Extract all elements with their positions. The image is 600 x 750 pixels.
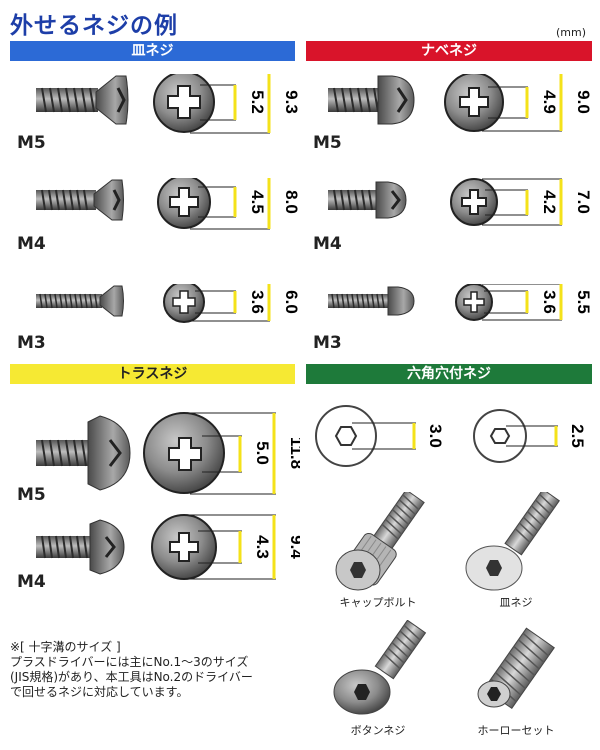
caption-sara-neji: 皿ネジ xyxy=(499,596,533,609)
dim-outer: 7.0 xyxy=(574,190,592,214)
dimension-lines xyxy=(482,284,563,321)
nabe-m4-diagram: 4.2 7.0 xyxy=(328,178,592,226)
screw-head-icon xyxy=(153,74,215,133)
sara-m4-diagram: 4.5 8.0 xyxy=(36,178,300,230)
dim-inner: 5.2 xyxy=(248,90,267,114)
size-label: M3 xyxy=(313,333,342,353)
dim-outer: 8.0 xyxy=(282,190,300,214)
sara-m3-diagram: 3.6 6.0 xyxy=(36,284,300,323)
screw-head-icon xyxy=(157,178,211,229)
dim-inner: 3.6 xyxy=(248,290,267,314)
screw-side-icon xyxy=(36,179,124,221)
note-heading: ※[ 十字溝のサイズ ] xyxy=(10,640,121,654)
section-sara-bar: 皿ネジ xyxy=(10,41,295,61)
truss-m4-diagram: 4.3 9.4 xyxy=(36,514,300,580)
dim-inner: 3.6 xyxy=(540,290,559,314)
dimension-lines xyxy=(190,178,271,230)
caption-hollow-set: ホーローセット xyxy=(477,724,555,737)
dim-inner: 4.9 xyxy=(540,90,559,114)
dim-hex-a: 3.0 xyxy=(426,424,445,448)
dim-outer: 6.0 xyxy=(282,290,300,314)
dimension-lines xyxy=(482,74,563,132)
screw-head-icon xyxy=(444,74,504,132)
size-label: M3 xyxy=(17,333,46,353)
dim-inner: 4.5 xyxy=(248,190,267,214)
screw-head-icon xyxy=(450,178,498,226)
size-label: M5 xyxy=(17,133,46,153)
size-label: M4 xyxy=(313,234,342,254)
sara-m5-diagram: 5.2 9.3 xyxy=(36,74,300,134)
button-head-icon xyxy=(333,620,427,715)
dim-inner: 4.3 xyxy=(253,535,272,559)
screw-side-icon xyxy=(36,519,125,575)
hex-socket-diagram: 3.0 2.5 xyxy=(315,405,587,467)
dimension-lines xyxy=(190,74,271,134)
dimension-lines xyxy=(190,284,271,322)
screw-head-icon xyxy=(151,514,217,580)
dimension-lines xyxy=(482,178,563,226)
section-hex-bar: 六角穴付ネジ xyxy=(306,364,592,384)
note-text: プラスドライバーには主にNo.1〜3のサイズ xyxy=(10,655,249,669)
hex-socket-icon xyxy=(473,409,527,463)
hex-socket-icon xyxy=(315,405,377,467)
screw-head-icon xyxy=(455,284,493,321)
screw-side-icon xyxy=(36,75,129,125)
page-title: 外せるネジの例 xyxy=(10,13,178,39)
cap-bolt-icon xyxy=(335,492,425,591)
dim-outer: 9.0 xyxy=(574,90,592,114)
screw-side-icon xyxy=(328,181,407,219)
dimension-lines xyxy=(190,514,276,580)
screw-side-icon xyxy=(36,415,131,491)
screw-head-icon xyxy=(163,284,205,323)
unit-label: (mm) xyxy=(555,26,586,39)
dimension-lines xyxy=(190,412,276,495)
set-screw-icon xyxy=(477,627,555,710)
section-nabe-bar: ナベネジ xyxy=(306,41,592,61)
screw-side-icon xyxy=(328,75,415,125)
size-label: M4 xyxy=(17,234,46,254)
truss-m5-diagram: 5.0 11.8 xyxy=(36,412,300,495)
dim-outer: 11.8 xyxy=(287,437,300,469)
dim-outer: 9.3 xyxy=(282,90,300,114)
size-label: M4 xyxy=(17,572,46,592)
dim-outer: 5.5 xyxy=(574,290,592,314)
phillips-size-note: ※[ 十字溝のサイズ ] プラスドライバーには主にNo.1〜3のサイズ (JIS… xyxy=(10,640,300,700)
screw-side-icon xyxy=(36,285,124,317)
note-text: で回せるネジに対応しています。 xyxy=(10,685,189,699)
size-label: M5 xyxy=(17,485,46,505)
caption-cap-bolt: キャップボルト xyxy=(339,596,417,609)
section-truss-bar: トラスネジ xyxy=(10,364,295,384)
nabe-m3-diagram: 3.6 5.5 xyxy=(328,284,592,321)
caption-button-neji: ボタンネジ xyxy=(350,724,406,737)
note-text: (JIS規格)があり、本工具はNo.2のドライバー xyxy=(10,670,253,684)
screw-side-icon xyxy=(328,286,415,316)
dim-inner: 5.0 xyxy=(253,441,272,465)
flat-head-hex-icon xyxy=(465,492,560,591)
screw-head-icon xyxy=(143,412,225,494)
size-label: M5 xyxy=(313,133,342,153)
dim-hex-b: 2.5 xyxy=(568,424,587,448)
dim-inner: 4.2 xyxy=(540,190,559,214)
nabe-m5-diagram: 4.9 9.0 xyxy=(328,74,592,132)
dim-outer: 9.4 xyxy=(287,535,300,559)
